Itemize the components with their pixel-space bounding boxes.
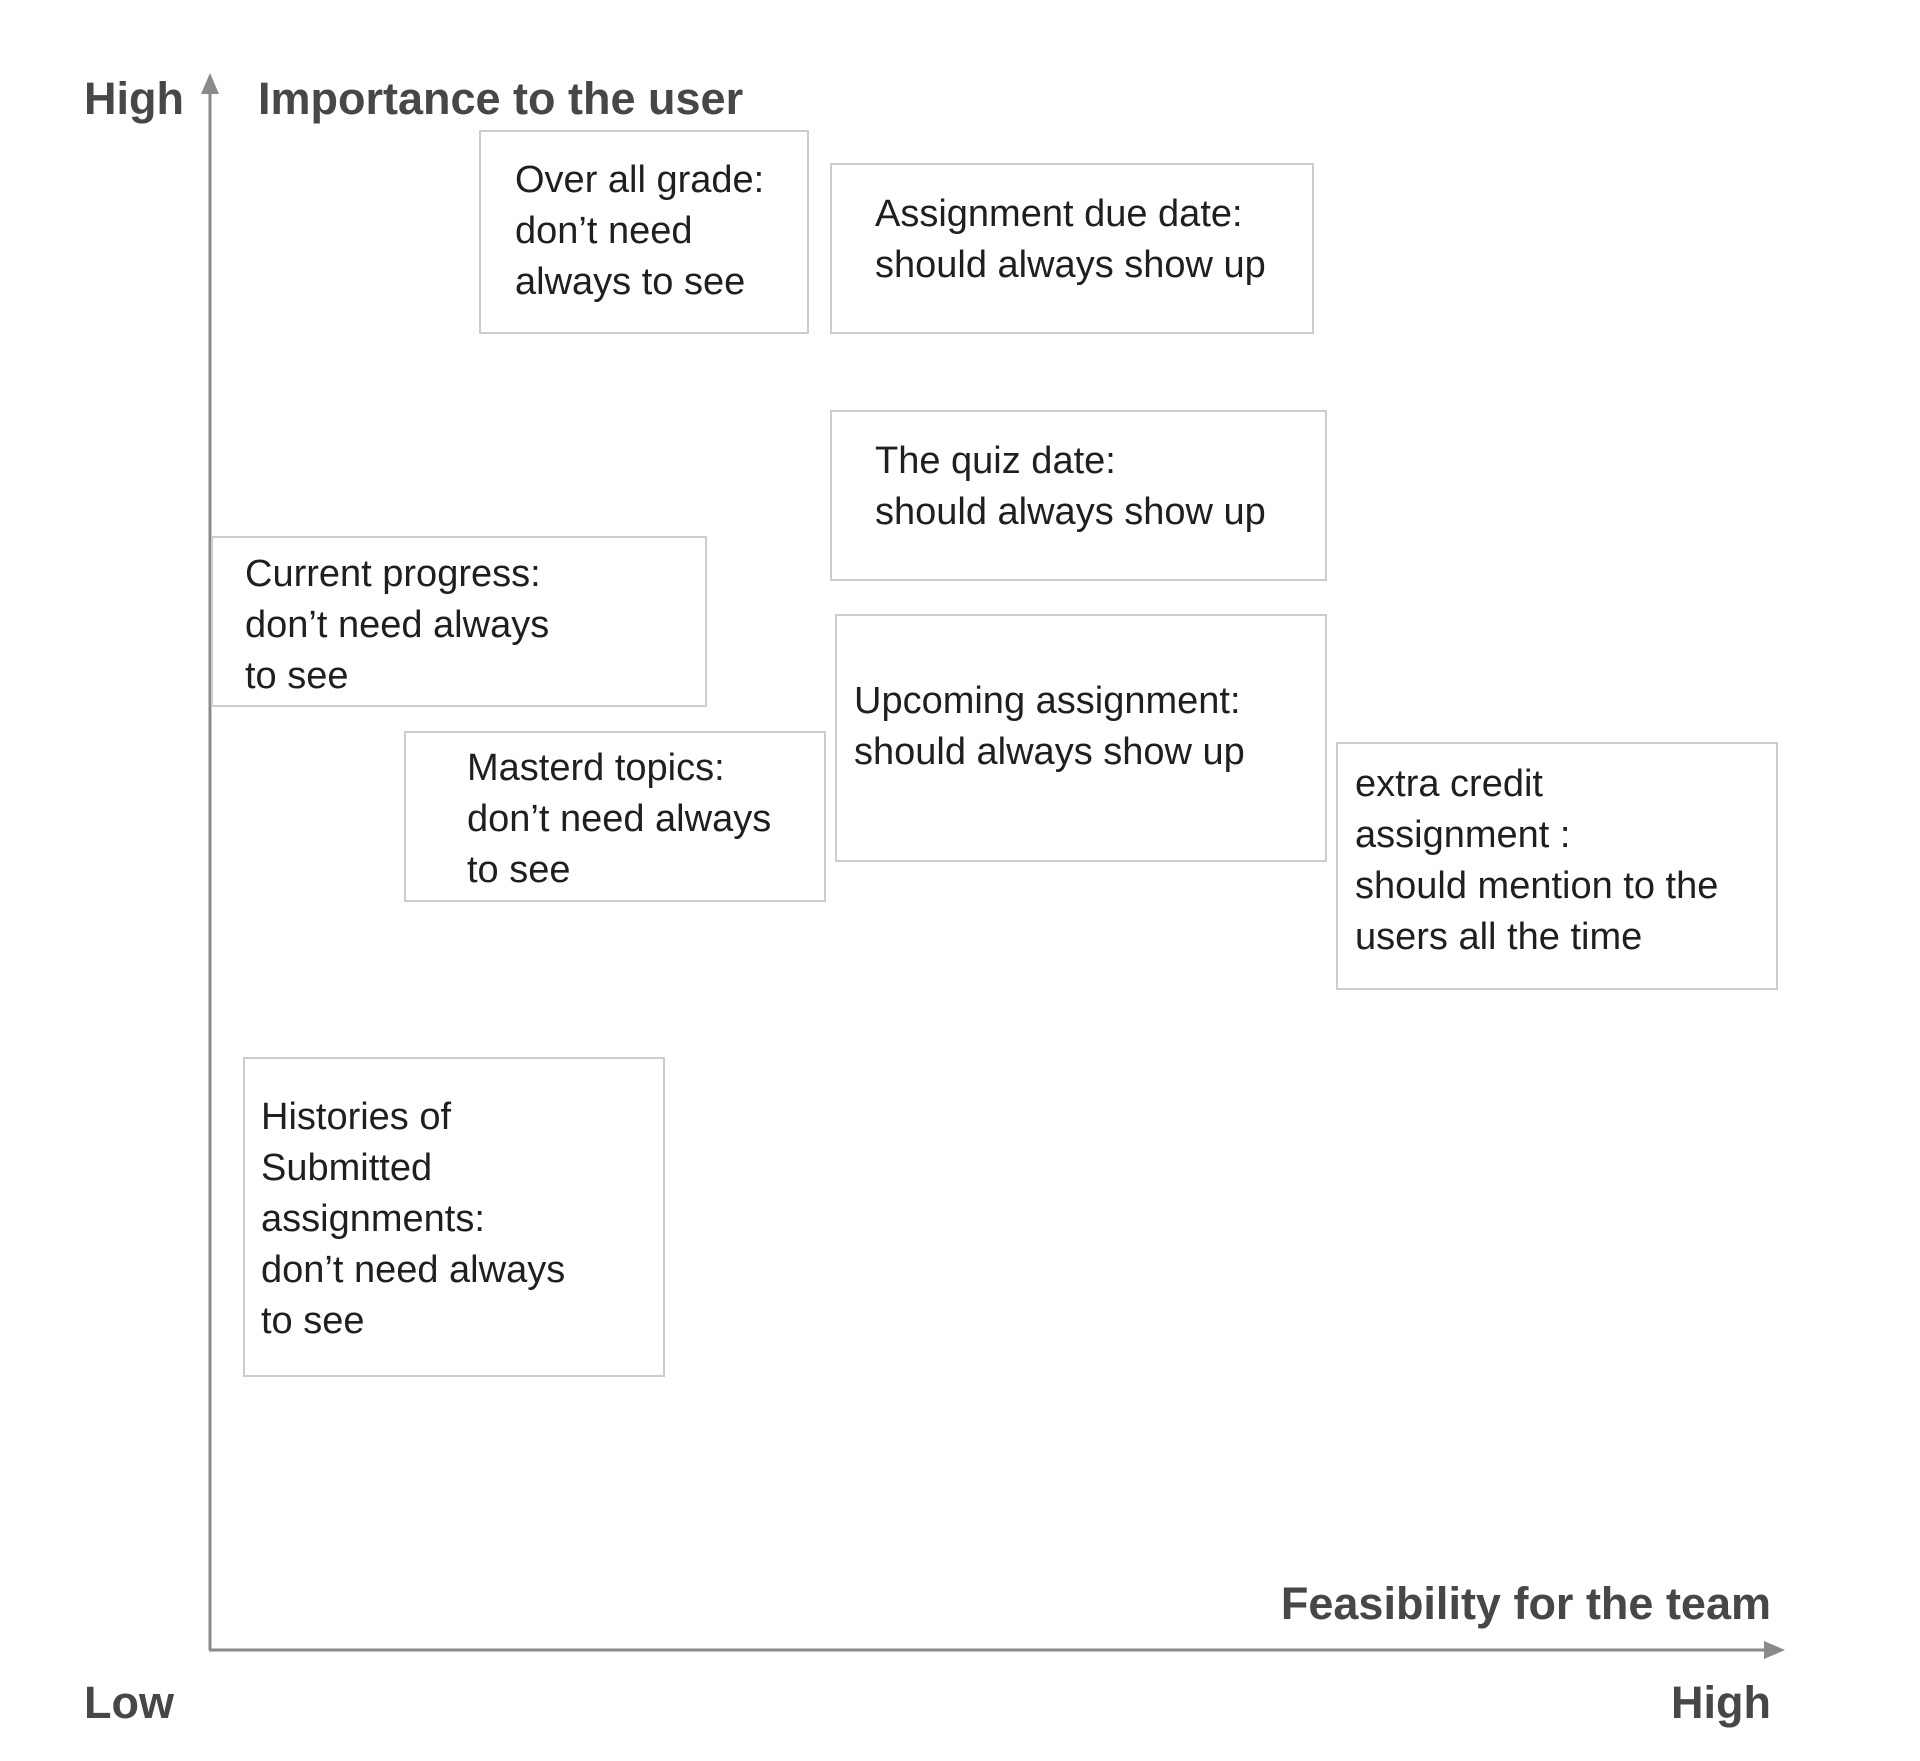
note-line: Masterd topics:: [467, 747, 725, 789]
note-line: assignments:: [261, 1198, 485, 1240]
note-line: should always show up: [854, 731, 1245, 773]
note-submitted-histories: Histories of Submitted assignments: don’…: [243, 1057, 665, 1377]
note-upcoming-assignment: Upcoming assignment: should always show …: [835, 614, 1327, 862]
note-extra-credit: extra credit assignment : should mention…: [1336, 742, 1778, 990]
note-line: don’t need: [515, 210, 693, 252]
note-line: always to see: [515, 261, 746, 303]
y-axis-high-label: High: [84, 73, 184, 124]
note-line: should mention to the: [1355, 865, 1719, 907]
note-line: should always show up: [875, 491, 1266, 533]
x-axis-high-label: High: [1671, 1677, 1771, 1728]
y-axis-arrow-icon: [201, 73, 219, 94]
note-line: assignment :: [1355, 814, 1571, 856]
note-line: extra credit: [1355, 763, 1543, 805]
note-line: don’t need always: [467, 798, 772, 840]
note-line: to see: [245, 655, 349, 697]
note-overall-grade: Over all grade: don’t need always to see: [479, 130, 809, 334]
note-line: Histories of: [261, 1096, 452, 1138]
x-axis-low-label: Low: [84, 1677, 174, 1728]
note-assignment-due-date: Assignment due date: should always show …: [830, 163, 1314, 334]
note-mastered-topics: Masterd topics: don’t need always to see: [404, 731, 826, 902]
note-quiz-date: The quiz date: should always show up: [830, 410, 1327, 581]
note-line: don’t need always: [261, 1249, 566, 1291]
note-line: Current progress:: [245, 553, 541, 595]
note-line: don’t need always: [245, 604, 550, 646]
x-axis-arrow-icon: [1764, 1641, 1785, 1659]
y-axis-title: Importance to the user: [258, 73, 744, 124]
note-line: Submitted: [261, 1147, 433, 1189]
x-axis-title: Feasibility for the team: [1280, 1578, 1771, 1629]
note-line: should always show up: [875, 244, 1266, 286]
note-current-progress: Current progress: don’t need always to s…: [211, 536, 707, 707]
note-line: users all the time: [1355, 916, 1643, 958]
note-line: Over all grade:: [515, 159, 765, 201]
note-line: to see: [261, 1300, 365, 1342]
note-line: Assignment due date:: [875, 193, 1243, 235]
note-line: The quiz date:: [875, 440, 1116, 482]
note-line: to see: [467, 849, 571, 891]
note-line: Upcoming assignment:: [854, 680, 1241, 722]
